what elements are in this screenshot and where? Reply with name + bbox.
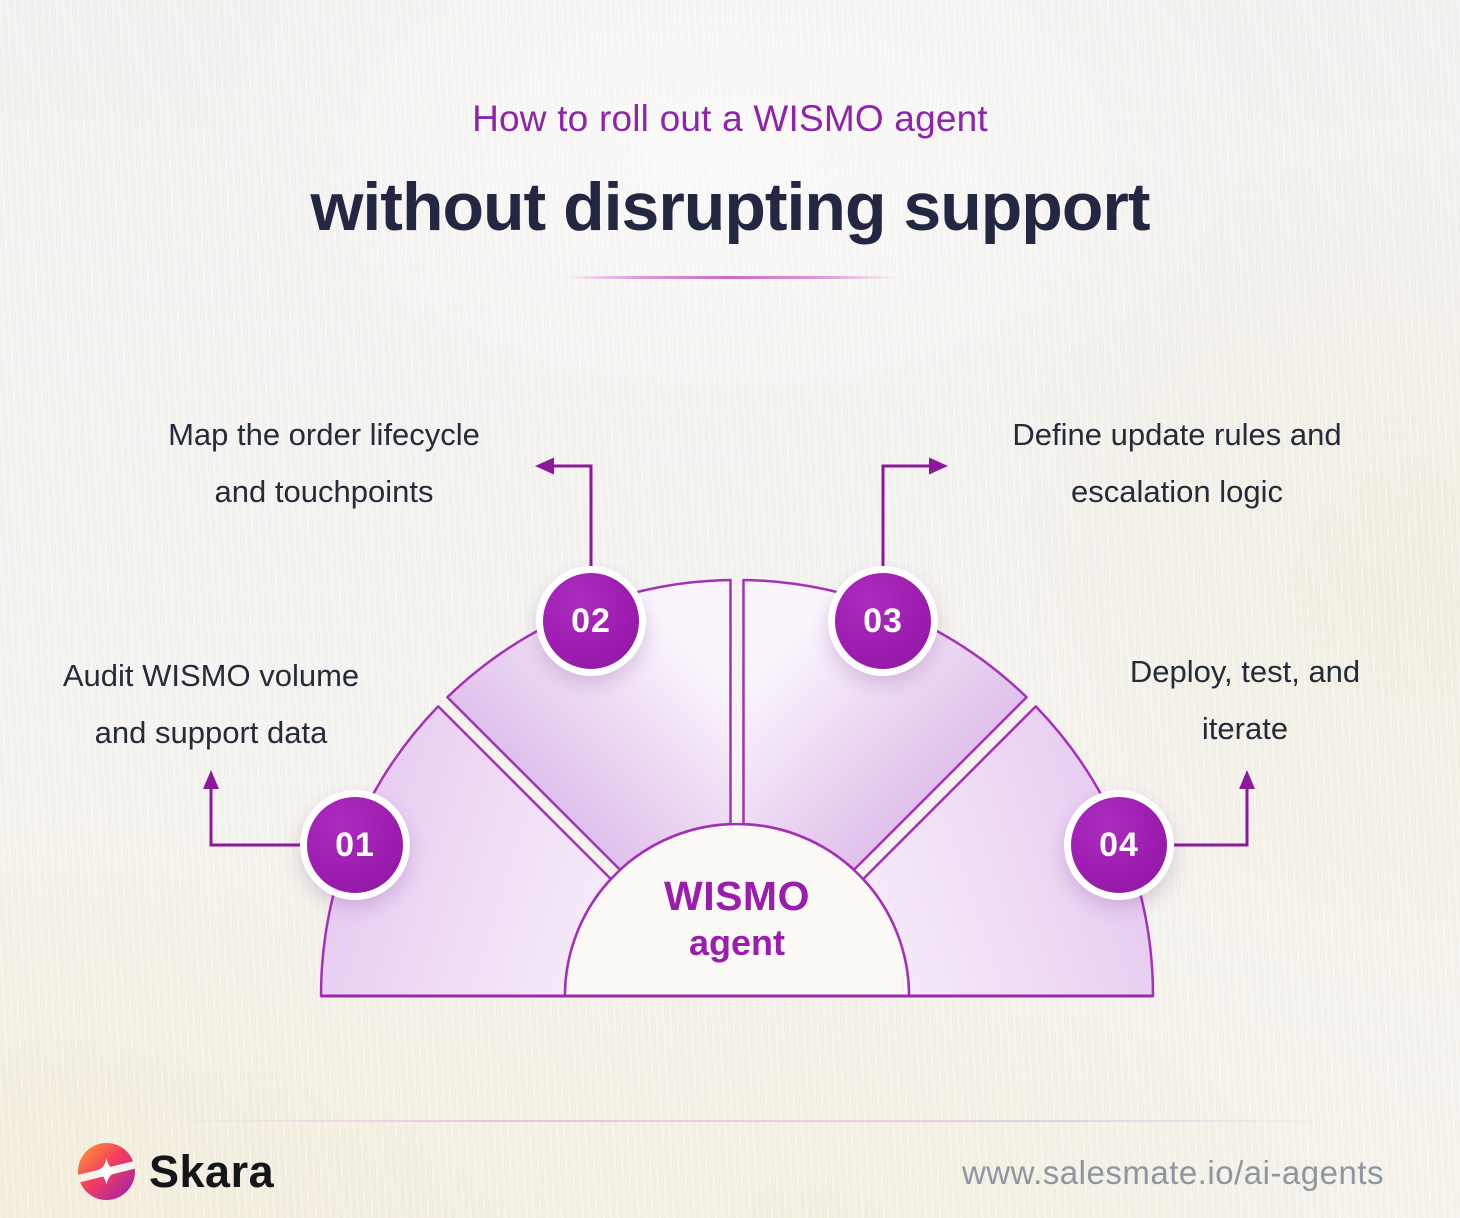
step-1-label-line1: Audit WISMO volume [62,658,360,693]
step-3-badge: 03 [828,566,938,676]
page-title: without disrupting support [310,169,1151,245]
step-4-number: 04 [1099,825,1139,864]
step-2-badge: 02 [536,566,646,676]
step-2-label-line2: and touchpoints [214,474,434,509]
center-label-line2: agent [688,922,785,963]
step-4-label-line1: Deploy, test, and [1129,654,1361,689]
step-3-label-line1: Define update rules and [1012,417,1342,452]
step-2-label: Map the order lifecycle and touchpoints [84,406,564,520]
connector-arrow-1 [203,770,300,847]
step-4-label-line2: iterate [1201,711,1289,746]
brand-logo: Skara [78,1143,274,1200]
arrow-up-icon [203,770,219,789]
footer-url: www.salesmate.io/ai-agents [961,1154,1384,1191]
sparkle-circle-icon [78,1143,135,1200]
arrow-right-icon [929,457,948,475]
step-3-number: 03 [863,601,903,640]
eyebrow-title: How to roll out a WISMO agent [472,98,988,139]
footer-divider [160,1120,1332,1122]
center-dome [563,822,911,998]
arrow-up-icon [1239,770,1255,789]
step-3-label: Define update rules and escalation logic [937,406,1417,520]
step-1-label-line2: and support data [94,715,328,750]
center-label-line1: WISMO [664,873,810,919]
arrow-left-icon [535,457,554,475]
connector-arrow-3 [881,457,948,567]
connector-arrow-2 [535,457,593,567]
center-dome-label: WISMO agent [537,872,937,966]
brand-name: Skara [149,1145,275,1197]
step-4-badge: 04 [1064,790,1174,900]
step-1-badge: 01 [300,790,410,900]
connector-arrow-4 [1174,770,1255,847]
step-4-label: Deploy, test, and iterate [1005,643,1460,757]
step-2-number: 02 [571,601,611,640]
step-1-number: 01 [335,825,375,864]
step-3-label-line2: escalation logic [1071,474,1283,509]
step-2-label-line1: Map the order lifecycle [168,417,480,452]
title-underline [564,276,896,279]
step-1-label: Audit WISMO volume and support data [0,647,451,761]
